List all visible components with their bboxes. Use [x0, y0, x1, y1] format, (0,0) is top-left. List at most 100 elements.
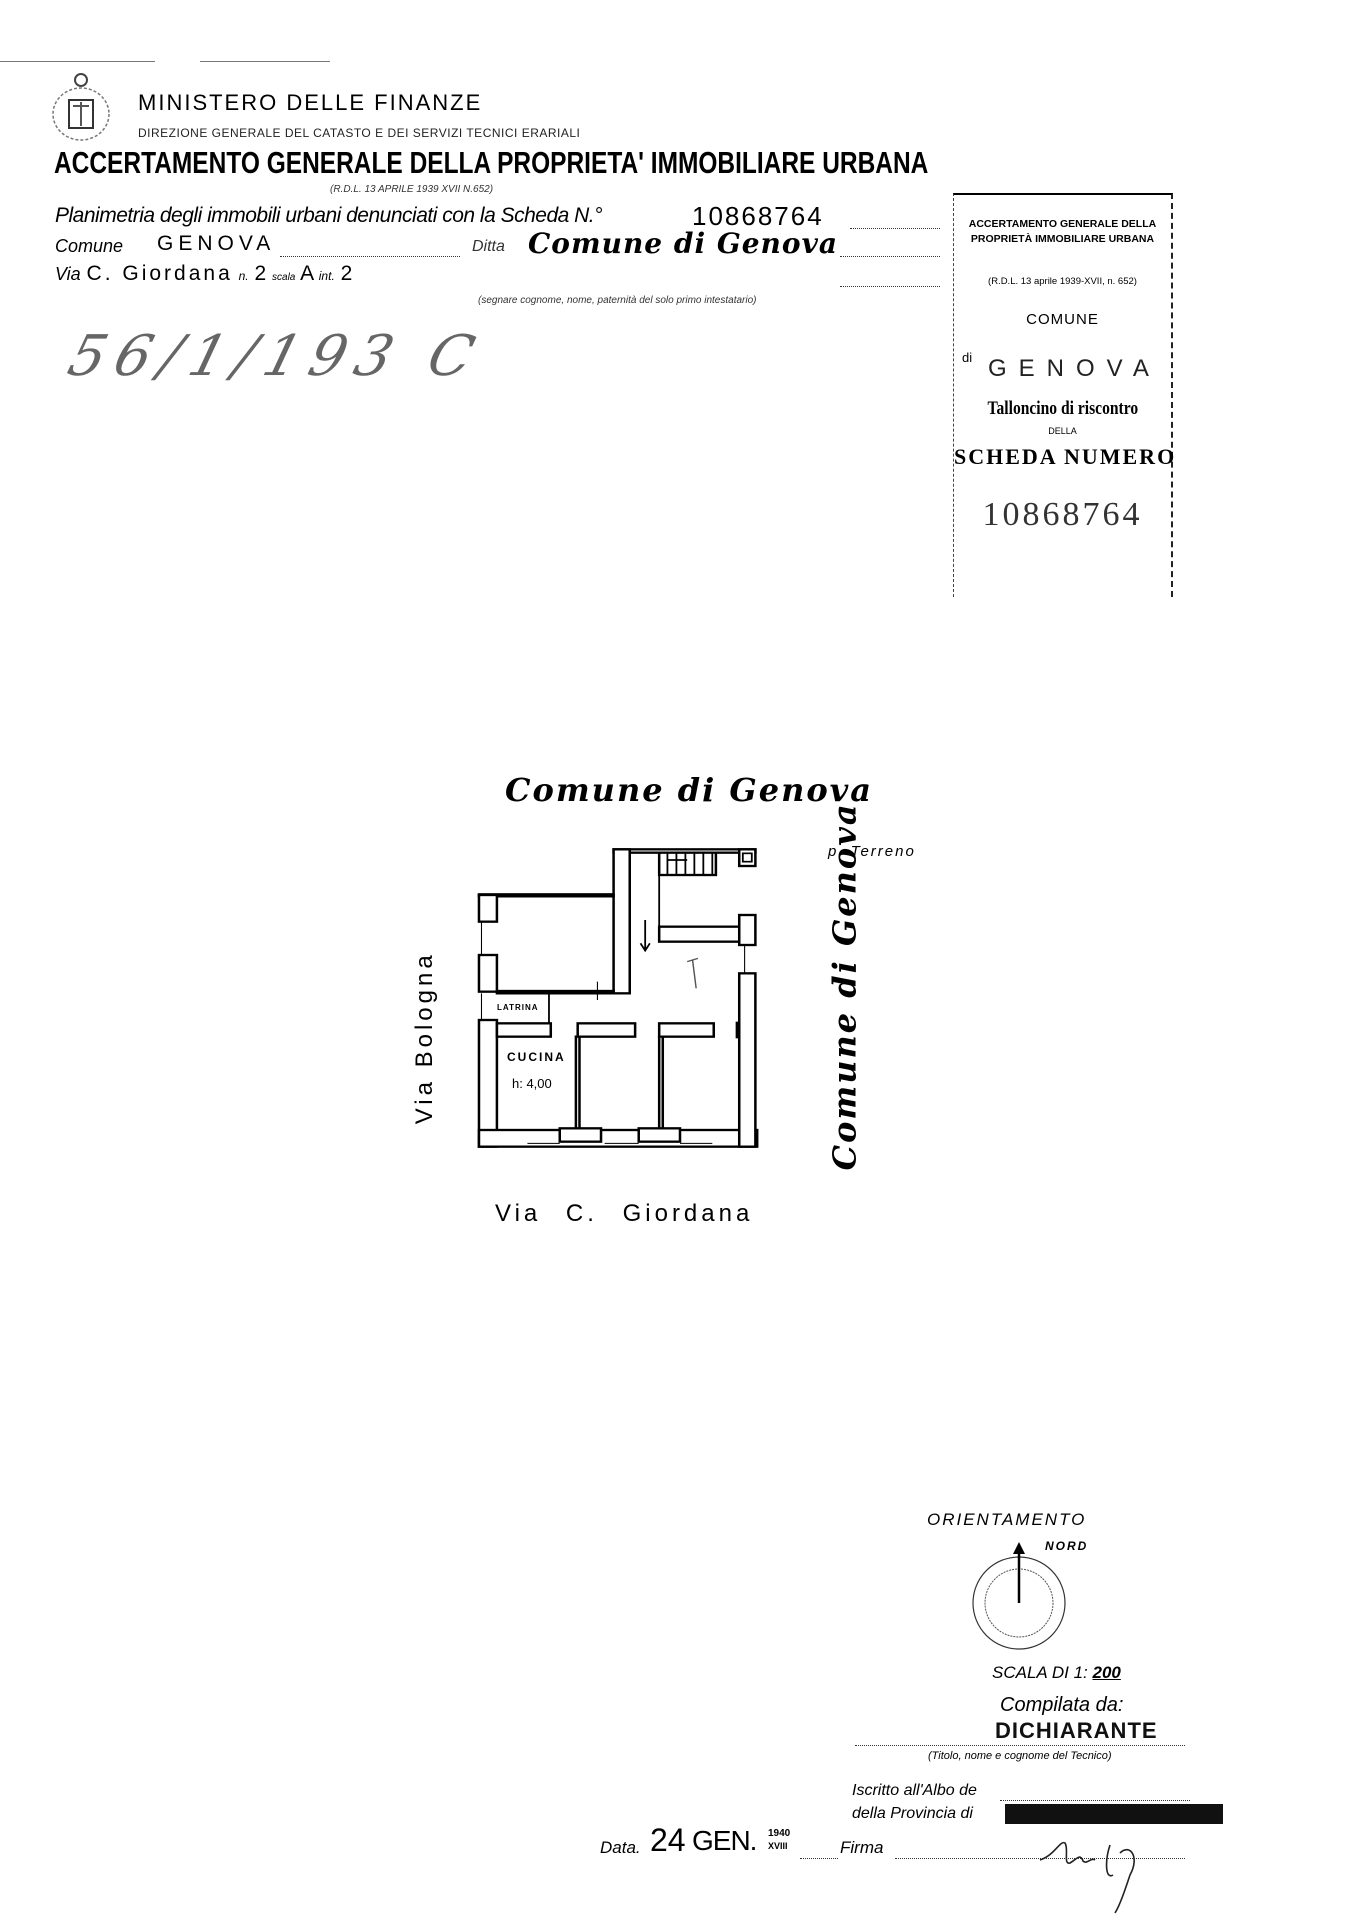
street-left-text: Via Bologna: [411, 951, 439, 1125]
scala-label: SCALA DI 1:: [992, 1663, 1088, 1682]
wall-partition: [657, 1035, 665, 1133]
address-line: Via C. Giordana n. 2 scala A int. 2: [55, 262, 352, 286]
dotted-line: [850, 228, 940, 229]
ditta-stamp: Comune di Genova: [528, 227, 838, 260]
via-value: C. Giordana: [86, 262, 233, 285]
data-label: Data.: [600, 1838, 641, 1857]
room-label-cucina: CUCINA: [507, 1050, 566, 1064]
street-left-label: Via Bologna: [411, 948, 439, 1128]
compilata-label: Compilata da:: [1000, 1694, 1124, 1716]
room-label-latrina: LATRINA: [497, 1003, 539, 1012]
document-title-text: ACCERTAMENTO GENERALE DELLA PROPRIETA' I…: [54, 145, 929, 180]
side-stamp-text: Comune di Genova: [825, 802, 864, 1171]
floor-label: p. Terreno: [828, 843, 916, 860]
chimney-flue: [741, 852, 753, 863]
stub-line1: ACCERTAMENTO GENERALE DELLA: [968, 218, 1157, 230]
ditta-caption: (segnare cognome, nome, paternità del so…: [478, 295, 757, 306]
direction-name: DIREZIONE GENERALE DEL CATASTO E DEI SER…: [138, 126, 581, 140]
data-day: 24: [650, 1822, 686, 1858]
stair-steps: [666, 852, 714, 875]
stub-talloncino: Talloncino di riscontro: [954, 398, 1171, 420]
stub-comune-label: COMUNE: [1026, 311, 1099, 328]
wall-row: [495, 1022, 553, 1038]
room-height: h: 4,00: [512, 1076, 552, 1091]
stub-talloncino-text: Talloncino di riscontro: [987, 398, 1138, 419]
chimney: [737, 848, 757, 868]
stub-box: ACCERTAMENTO GENERALE DELLA PROPRIETÀ IM…: [953, 193, 1177, 597]
scan-line: [0, 61, 155, 62]
firma-label: Firma: [840, 1838, 884, 1857]
stub-law: (R.D.L. 13 aprile 1939-XVII, n. 652): [988, 276, 1137, 287]
wall-row: [657, 1022, 715, 1038]
ministry-name: MINISTERO DELLE FINANZE: [138, 90, 483, 115]
scheda-number: 10868764: [692, 201, 824, 231]
stub-di: di: [962, 350, 973, 365]
floor-plan: [477, 848, 759, 1148]
comune-value: GENOVA: [157, 232, 276, 255]
civico-label: n.: [238, 269, 249, 283]
wall-bottom: [477, 1128, 759, 1148]
wall-row: [576, 1022, 637, 1038]
stub-genova: GENOVA: [988, 355, 1161, 382]
wall-left-jamb: [477, 953, 499, 993]
nord-label: NORD: [1045, 1539, 1089, 1553]
dotted-line: [855, 1745, 1185, 1746]
via-label: Via: [55, 264, 81, 284]
orientamento-label: ORIENTAMENTO: [927, 1510, 1087, 1529]
titolo-caption: (Titolo, nome e cognome del Tecnico): [928, 1750, 1112, 1762]
crosshair-mark: [586, 981, 612, 1000]
wall-courtyard: [657, 925, 741, 943]
street-bottom-label: Via C. Giordana: [495, 1200, 754, 1227]
dotted-line: [280, 256, 460, 257]
provincia-label: della Provincia di: [852, 1805, 973, 1822]
wall-right: [737, 972, 757, 1148]
dotted-line: [840, 256, 940, 257]
pencil-mark: [686, 957, 699, 989]
data-month: GEN.: [692, 1825, 757, 1856]
planimetria-label: Planimetria degli immobili urbani denunc…: [55, 204, 603, 227]
iscritto-label: Iscritto all'Albo de: [852, 1782, 977, 1799]
scala-value: 200: [1092, 1663, 1121, 1682]
dotted-line: [840, 286, 940, 287]
side-stamp: Comune di Genova: [826, 802, 864, 1170]
date-line: Data. 24 GEN. 1940 XVIII: [600, 1822, 835, 1862]
document-subtitle: (R.D.L. 13 APRILE 1939 XVII N.652): [330, 184, 494, 195]
scala-value: A: [300, 262, 313, 285]
plan-stamp: Comune di Genova: [505, 771, 873, 809]
document-title: ACCERTAMENTO GENERALE DELLA PROPRIETA' I…: [54, 146, 1161, 180]
wall-left-room-top: [477, 893, 615, 898]
scala-label: scala: [272, 272, 296, 283]
wall-right: [737, 913, 757, 947]
civico-value: 2: [254, 262, 267, 285]
pier: [558, 1127, 603, 1143]
stub-scheda-number: 10868764: [982, 496, 1143, 533]
windows-side: [480, 921, 746, 1020]
data-era: XVIII: [768, 1841, 788, 1851]
signature-line: [895, 1858, 1185, 1859]
wall-under-room: [495, 989, 615, 995]
scala-line: SCALA DI 1: 200: [992, 1663, 1121, 1683]
scan-line: [200, 61, 330, 62]
signature: [1039, 1841, 1135, 1914]
stub-line2: PROPRIETÀ IMMOBILIARE URBANA: [970, 233, 1155, 245]
entrance-arrow-icon: [639, 920, 651, 953]
staircase: [657, 851, 718, 877]
dotted-line: [1000, 1800, 1190, 1801]
door-mark: [735, 1021, 741, 1039]
pier: [637, 1127, 682, 1143]
interno-value: 2: [340, 262, 353, 285]
handwritten-reference: 56/1/193 C: [61, 324, 492, 389]
stub-scheda-label: SCHEDA NUMERO: [954, 444, 1177, 469]
stub-della: DELLA: [1048, 426, 1077, 436]
wall-left-lower: [477, 1018, 499, 1148]
interno-label: int.: [318, 269, 335, 283]
dotted-line: [800, 1858, 838, 1859]
wall-left-jamb: [477, 893, 499, 923]
wall-central: [612, 848, 631, 995]
compilatore-stamp: DICHIARANTE: [995, 1718, 1158, 1743]
compass-icon: [972, 1542, 1066, 1650]
comune-label: Comune: [55, 236, 124, 256]
data-year: 1940: [768, 1828, 791, 1839]
ministry-emblem-icon: [52, 73, 110, 141]
wall-partition: [574, 1035, 581, 1133]
